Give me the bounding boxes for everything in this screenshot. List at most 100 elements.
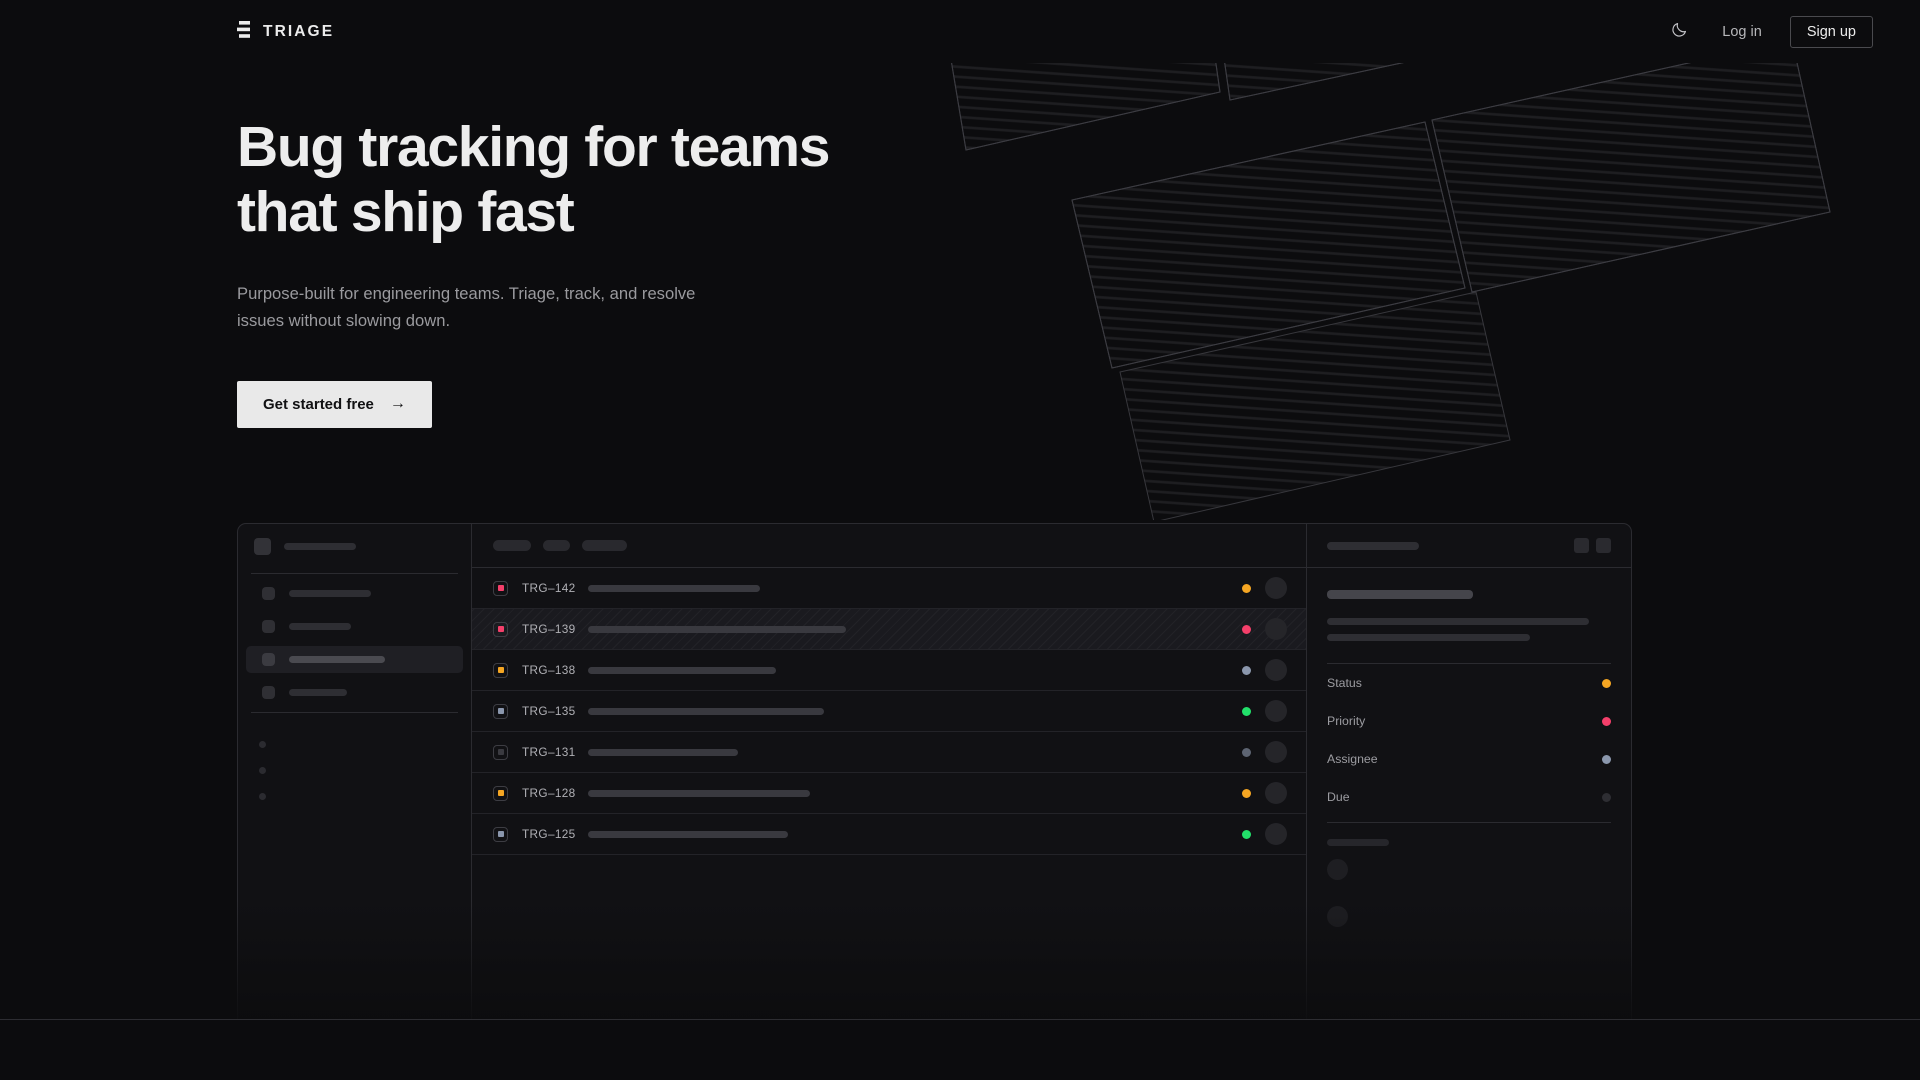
avatar[interactable] [1265, 700, 1287, 722]
sub-item-dot-icon [259, 792, 266, 800]
avatar [1327, 859, 1348, 880]
meta-label: Due [1327, 790, 1350, 804]
top-navbar: TRIAGE Log in Sign up [0, 0, 1920, 63]
detail-header-title-placeholder [1327, 541, 1419, 550]
issue-title-placeholder [588, 707, 824, 715]
avatar[interactable] [1265, 782, 1287, 804]
meta-row-assignee[interactable]: Assignee [1327, 740, 1611, 778]
issue-id: TRG–128 [522, 786, 576, 800]
brand-logo[interactable]: TRIAGE [237, 20, 335, 43]
avatar[interactable] [1265, 577, 1287, 599]
meta-value-indicator [1602, 754, 1611, 764]
row-meta [1242, 782, 1287, 804]
filter-chip-0[interactable] [493, 540, 531, 551]
workspace-switcher[interactable] [238, 524, 471, 568]
detail-divider [1327, 663, 1611, 664]
priority-indicator-icon [493, 662, 508, 678]
status-badge [1242, 829, 1251, 839]
table-row[interactable]: TRG–131 [472, 732, 1306, 773]
table-row[interactable]: TRG–128 [472, 773, 1306, 814]
issue-id: TRG–138 [522, 663, 576, 677]
sidebar-item-label [289, 623, 351, 630]
meta-value-indicator [1602, 678, 1611, 688]
table-row[interactable]: TRG–142 [472, 568, 1306, 609]
sidebar-item-icon [262, 620, 275, 633]
sidebar-item-3[interactable] [246, 679, 463, 706]
issue-title-placeholder [588, 666, 776, 674]
headline-line-1: Bug tracking for teams [237, 115, 831, 179]
detail-header [1307, 524, 1631, 568]
get-started-button[interactable]: Get started free → [237, 380, 432, 428]
meta-label: Priority [1327, 714, 1366, 728]
sidebar-item-label [289, 689, 347, 696]
sidebar-item-2[interactable] [246, 646, 463, 673]
meta-row-due[interactable]: Due [1327, 778, 1611, 816]
navbar-actions: Log in Sign up [1664, 15, 1873, 48]
issue-id: TRG–131 [522, 745, 576, 759]
avatar[interactable] [1265, 659, 1287, 681]
detail-action-button-1[interactable] [1596, 538, 1611, 553]
meta-row-status[interactable]: Status [1327, 664, 1611, 702]
login-link[interactable]: Log in [1722, 23, 1762, 40]
theme-toggle-button[interactable] [1664, 17, 1694, 47]
status-badge [1242, 706, 1251, 716]
issue-title-placeholder [588, 625, 846, 633]
brand-name: TRIAGE [263, 22, 335, 40]
avatar[interactable] [1265, 741, 1287, 763]
footer-band [0, 1020, 1920, 1080]
status-badge [1242, 624, 1251, 634]
sidebar-nav [238, 580, 471, 706]
description-line-1 [1327, 634, 1530, 641]
sidebar-item-1[interactable] [246, 613, 463, 640]
avatar[interactable] [1265, 618, 1287, 640]
sidebar-item-label [289, 590, 371, 597]
meta-value-indicator [1602, 792, 1611, 802]
table-row[interactable]: TRG–135 [472, 691, 1306, 732]
detail-description-placeholder [1327, 618, 1611, 641]
meta-value-indicator [1602, 716, 1611, 726]
priority-indicator-icon [493, 785, 508, 801]
meta-row-priority[interactable]: Priority [1327, 702, 1611, 740]
sidebar-section-label [238, 718, 471, 731]
sidebar-item-0[interactable] [246, 580, 463, 607]
sidebar-divider-top [251, 573, 458, 574]
sub-item-dot-icon [259, 766, 266, 774]
signup-button[interactable]: Sign up [1789, 15, 1873, 48]
sidebar-sub-item-0[interactable] [238, 731, 471, 757]
priority-indicator-icon [493, 703, 508, 719]
arrow-right-icon: → [389, 395, 406, 413]
filter-chip-1[interactable] [543, 540, 570, 551]
status-badge [1242, 665, 1251, 675]
detail-action-button-0[interactable] [1574, 538, 1589, 553]
avatar[interactable] [1265, 823, 1287, 845]
table-row[interactable]: TRG–138 [472, 650, 1306, 691]
status-badge [1242, 583, 1251, 593]
issue-id: TRG–142 [522, 581, 576, 595]
table-row[interactable]: TRG–139 [472, 609, 1306, 650]
sidebar-sub-item-2[interactable] [238, 783, 471, 809]
filter-chip-2[interactable] [582, 540, 627, 551]
activity-row-0 [1327, 846, 1611, 893]
priority-indicator-icon [493, 826, 508, 842]
detail-activity [1327, 823, 1611, 940]
list-toolbar [472, 524, 1306, 568]
description-line-0 [1327, 618, 1589, 625]
workspace-name-placeholder [284, 542, 356, 550]
status-badge [1242, 788, 1251, 798]
table-row[interactable]: TRG–125 [472, 814, 1306, 855]
issue-id: TRG–125 [522, 827, 576, 841]
sub-item-dot-icon [259, 740, 266, 748]
priority-indicator-icon [493, 744, 508, 760]
row-meta [1242, 577, 1287, 599]
activity-rows [1327, 846, 1611, 940]
sidebar-sub-item-1[interactable] [238, 757, 471, 783]
row-meta [1242, 700, 1287, 722]
detail-issue-title-placeholder [1327, 590, 1473, 599]
row-meta [1242, 659, 1287, 681]
